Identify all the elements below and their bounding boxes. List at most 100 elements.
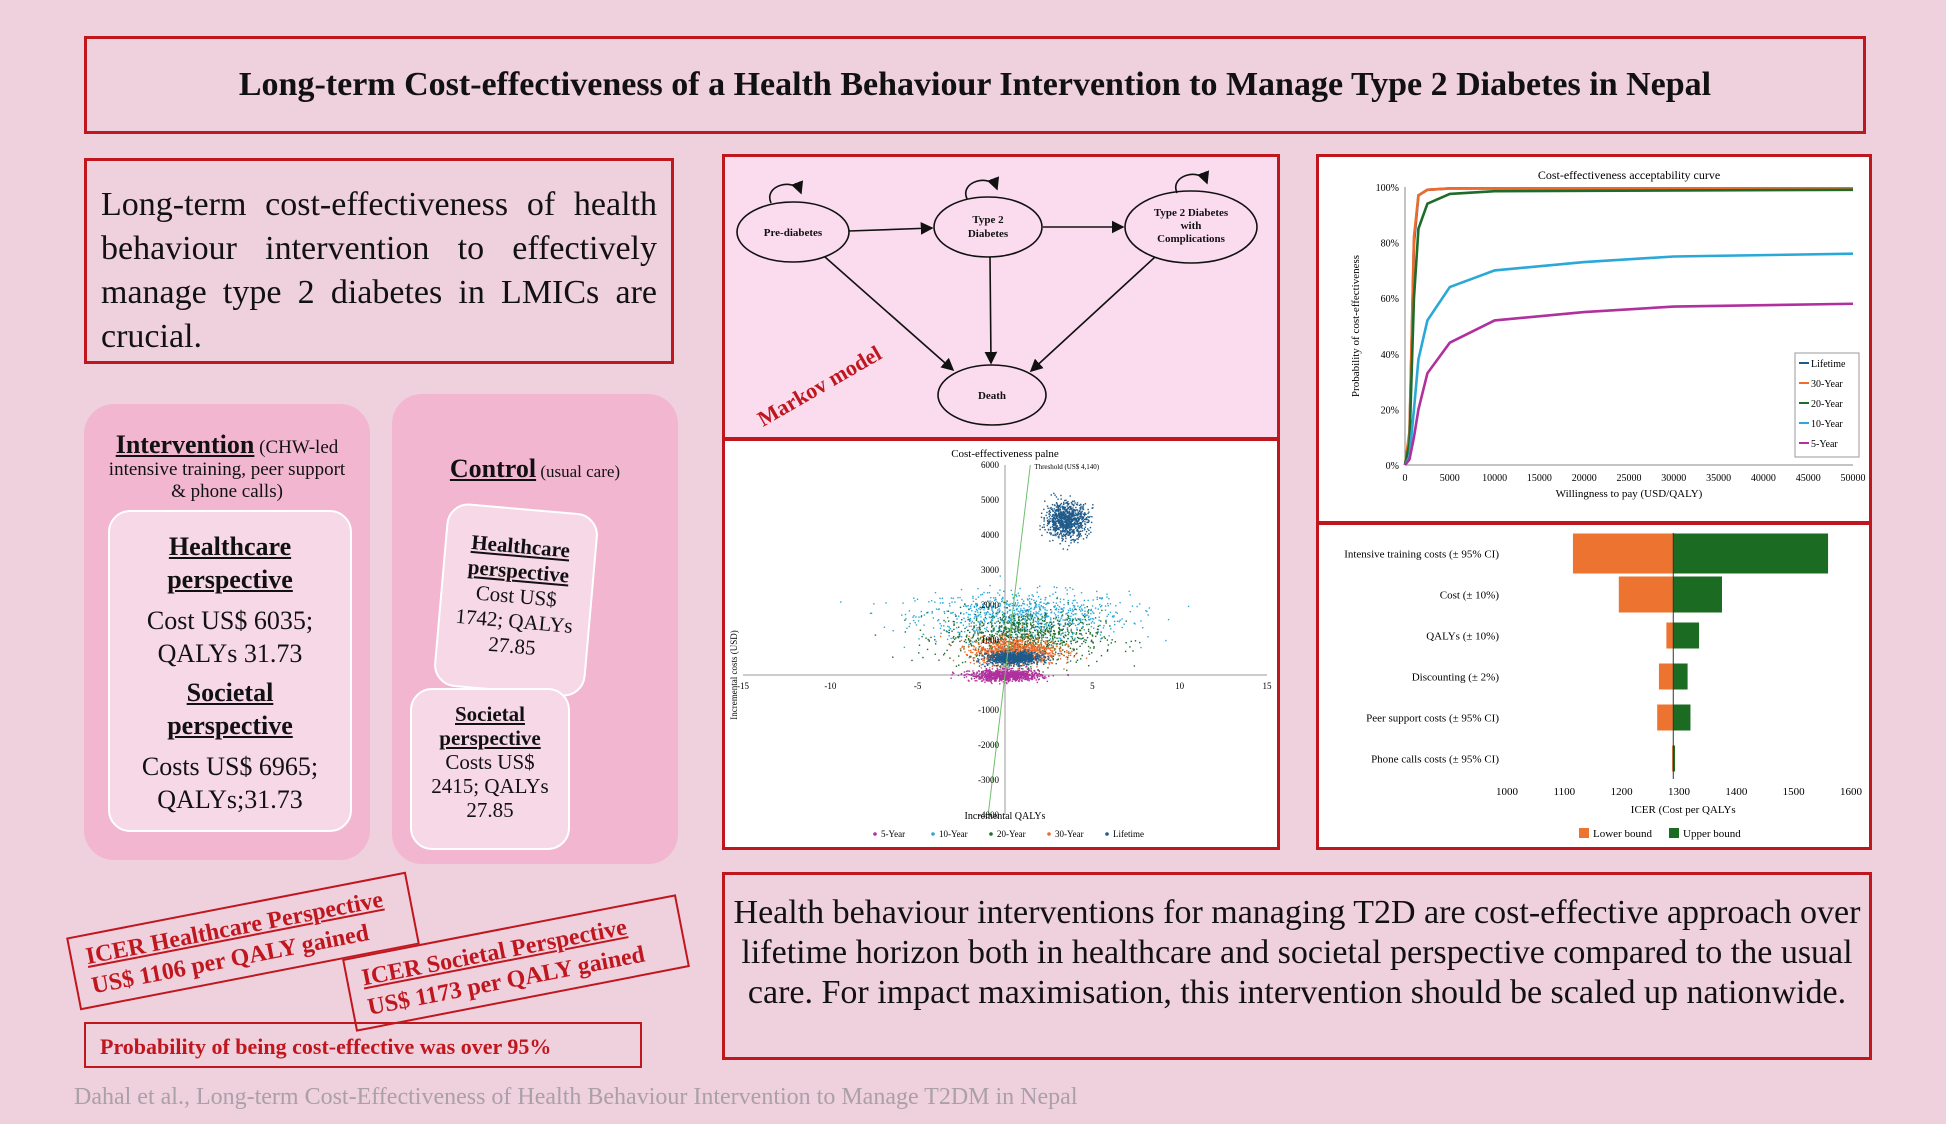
ce-legend-swatch <box>873 832 877 836</box>
ceac-x-tick: 15000 <box>1527 473 1552 484</box>
ceac-x-tick: 40000 <box>1751 473 1776 484</box>
loop-complications <box>1174 170 1210 194</box>
markov-diagram: Pre-diabetes Type 2 Diabetes Type 2 Diab… <box>736 170 1258 431</box>
tornado-bar-upper <box>1673 704 1691 731</box>
intervention-societal-heading-1: Societal <box>186 678 274 707</box>
ceac-legend-label: 5-Year <box>1811 439 1838 450</box>
label-comp-3: Complications <box>1157 233 1226 245</box>
tornado-category-label: Cost (± 10%) <box>1440 590 1500 602</box>
intervention-societal-qalys: QALYs;31.73 <box>157 785 303 814</box>
tornado-bar-upper <box>1673 622 1700 649</box>
intervention-healthcare-heading-2: perspective <box>167 565 293 594</box>
ce-x-tick: 5 <box>1090 681 1095 691</box>
control-societal-card: Societal perspective Costs US$ 2415; QAL… <box>410 688 570 850</box>
tornado-legend-lower: Lower bound <box>1593 828 1652 840</box>
tornado-bar-lower <box>1658 663 1674 690</box>
ceac-legend-label: Lifetime <box>1811 359 1846 370</box>
state-prediabetes <box>736 201 850 263</box>
ce-cloud-lifetime <box>976 647 1072 669</box>
tornado-x-tick: 1400 <box>1725 786 1748 798</box>
ceac-y-tick: 80% <box>1381 239 1399 250</box>
label-type2-2: Diabetes <box>968 228 1009 240</box>
control-societal-heading-1: Societal <box>455 702 525 726</box>
ce-y-tick: -4000 <box>978 810 999 820</box>
ceac-y-tick: 100% <box>1376 183 1399 194</box>
tornado-x-tick: 1500 <box>1783 786 1806 798</box>
ceac-y-tick: 0% <box>1386 461 1399 472</box>
ce-x-tick: 15 <box>1263 681 1273 691</box>
ce-legend-label: Lifetime <box>1113 829 1144 839</box>
ce-y-tick: 6000 <box>981 460 1000 470</box>
ceac-y-tick: 40% <box>1381 350 1399 361</box>
intervention-healthcare-cost: Cost US$ 6035; <box>146 606 314 635</box>
label-prediabetes: Pre-diabetes <box>764 227 823 239</box>
tornado-legend-upper: Upper bound <box>1683 828 1741 840</box>
ceac-series-20-year <box>1403 188 1854 466</box>
markov-panel: Pre-diabetes Type 2 Diabetes Type 2 Diab… <box>722 154 1280 440</box>
ce-y-tick: 3000 <box>981 565 1000 575</box>
ce-y-tick: -2000 <box>978 740 999 750</box>
ce-y-label: Incremental costs (USD) <box>729 630 739 719</box>
tornado-bar-lower <box>1618 576 1674 613</box>
ce-y-tick: 5000 <box>981 495 1000 505</box>
conclusion-text: Health behaviour interventions for manag… <box>722 872 1872 1060</box>
tornado-legend-swatch-lower <box>1579 828 1589 838</box>
ce-legend-swatch <box>931 832 935 836</box>
tornado-x-tick: 1300 <box>1668 786 1691 798</box>
tornado-category-label: Phone calls costs (± 95% CI) <box>1371 754 1499 766</box>
tornado-bar-lower <box>1666 622 1674 649</box>
ceac-x-tick: 45000 <box>1796 473 1821 484</box>
tornado-bar-lower <box>1657 704 1674 731</box>
intervention-note-1: (CHW-led <box>259 437 339 458</box>
poster-title: Long-term Cost-effectiveness of a Health… <box>84 36 1866 134</box>
markov-label: Markov model <box>753 340 886 431</box>
ceac-x-label: Willingness to pay (USD/QALY) <box>1556 488 1703 500</box>
tornado-bar-upper <box>1673 533 1829 574</box>
ceac-y-label: Probability of cost-effectiveness <box>1350 255 1362 397</box>
arrow-comp-to-death <box>1029 256 1156 373</box>
control-card: Control (usual care) Healthcare perspect… <box>392 394 678 864</box>
ceac-x-tick: 30000 <box>1661 473 1686 484</box>
intervention-heading: Intervention <box>115 430 255 459</box>
arrow-t2d-to-death <box>984 256 998 365</box>
tornado-legend-swatch-upper <box>1669 828 1679 838</box>
label-comp-2: with <box>1181 220 1202 232</box>
tornado-bar-upper <box>1673 663 1688 690</box>
ceac-legend <box>1794 352 1860 458</box>
label-type2-1: Type 2 <box>972 214 1004 226</box>
state-complications <box>1124 190 1258 264</box>
loop-prediabetes <box>768 180 804 204</box>
tornado-bar-upper <box>1673 745 1675 772</box>
ce-x-tick: -15 <box>737 681 749 691</box>
citation: Dahal et al., Long-term Cost-Effectivene… <box>74 1084 1078 1110</box>
ceac-y-tick: 20% <box>1381 405 1399 416</box>
intervention-note-3: & phone calls) <box>171 481 283 502</box>
tornado-x-tick: 1200 <box>1611 786 1634 798</box>
tornado-x-tick: 1100 <box>1554 786 1576 798</box>
tornado-category-label: QALYs (± 10%) <box>1426 631 1499 643</box>
ceac-series-30-year <box>1403 187 1853 466</box>
tornado-chart: Intensive training costs (± 95% CI)Cost … <box>1344 533 1863 840</box>
tornado-panel: Intensive training costs (± 95% CI)Cost … <box>1316 522 1872 850</box>
ceac-x-tick: 35000 <box>1706 473 1731 484</box>
intro-text: Long-term cost-effectiveness of health b… <box>84 158 674 364</box>
ce-y-tick: 1000 <box>981 635 1000 645</box>
control-societal-cost: Costs US$ <box>445 750 535 774</box>
control-societal-qalys-value: 27.85 <box>466 798 514 822</box>
ceac-x-tick: 20000 <box>1572 473 1597 484</box>
tornado-x-tick: 1000 <box>1496 786 1519 798</box>
ceac-x-tick: 0 <box>1403 473 1408 484</box>
state-death <box>937 364 1047 426</box>
ce-legend-swatch <box>1105 832 1109 836</box>
arrow-pre-to-t2d <box>848 222 934 235</box>
ce-x-tick: 10 <box>1175 681 1185 691</box>
control-heading: Control <box>449 454 537 483</box>
ce-x-tick: -10 <box>824 681 836 691</box>
ce-y-tick: 2000 <box>981 600 1000 610</box>
tornado-category-label: Peer support costs (± 95% CI) <box>1366 713 1499 725</box>
label-death: Death <box>978 390 1006 402</box>
ceac-chart: Cost-effectiveness acceptability curve0%… <box>1350 168 1866 500</box>
control-note: (usual care) <box>540 462 621 481</box>
tornado-bar-upper <box>1673 576 1722 613</box>
